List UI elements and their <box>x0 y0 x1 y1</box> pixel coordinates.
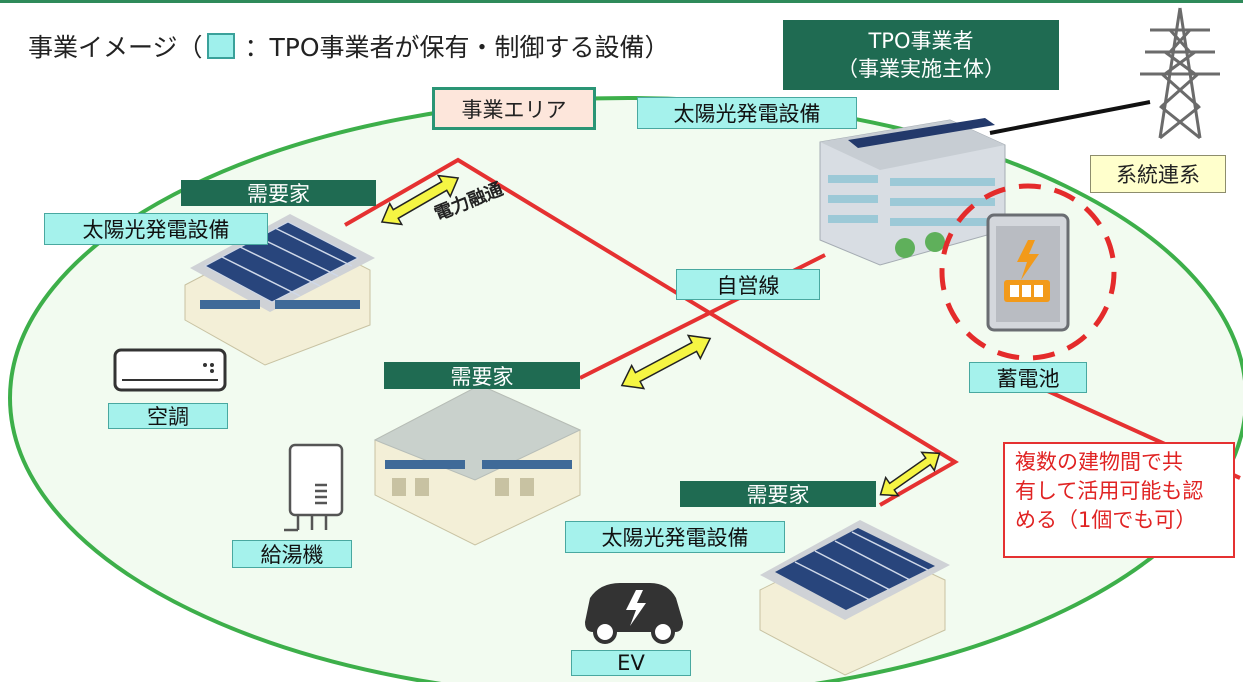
consumer-label-3: 需要家 <box>680 481 876 507</box>
note-line-2: 有して活用可能も認 <box>1015 479 1204 503</box>
solar-label-operator: 太陽光発電設備 <box>637 97 857 129</box>
solar-label-consumer-3: 太陽光発電設備 <box>565 521 785 553</box>
note-line-3: める（1個でも可） <box>1015 508 1197 532</box>
power-sharing-arrow-2 <box>620 334 712 390</box>
note-line-1: 複数の建物間で共 <box>1015 450 1183 474</box>
owned-equipment-swatch <box>206 33 235 59</box>
battery-dashed-circle <box>939 183 1117 361</box>
private-line-label: 自営線 <box>676 269 820 300</box>
water-heater-icon <box>284 443 344 532</box>
diagram-title: 事業イメージ（ ：TPO事業者が保有・制御する設備） <box>28 28 670 64</box>
consumer-label-2: 需要家 <box>384 362 580 389</box>
aircon-label: 空調 <box>108 403 228 429</box>
grid-connection-label: 系統連系 <box>1090 155 1226 193</box>
top-rule <box>0 0 1243 3</box>
shared-battery-note: 複数の建物間で共 有して活用可能も認 める（1個でも可） <box>1003 442 1235 558</box>
solar-label-consumer-1: 太陽光発電設備 <box>44 213 268 245</box>
consumer-building-1-icon <box>184 214 375 366</box>
tpo-operator-role: （事業実施主体） <box>837 57 1005 81</box>
battery-icon <box>986 213 1070 332</box>
power-sharing-arrow-3 <box>879 451 941 497</box>
tpo-operator-box: TPO事業者 （事業実施主体） <box>783 20 1059 90</box>
air-conditioner-icon <box>113 348 227 392</box>
consumer-building-3-icon <box>759 520 950 676</box>
grid-connection-line <box>989 100 1151 135</box>
tpo-operator-name: TPO事業者 <box>868 29 974 53</box>
consumer-label-1: 需要家 <box>181 180 376 206</box>
battery-label: 蓄電池 <box>969 362 1087 393</box>
consumer-building-2-icon <box>373 384 582 546</box>
title-prefix: 事業イメージ（ <box>28 33 203 62</box>
transmission-tower-icon <box>1140 7 1220 140</box>
ev-car-icon <box>585 583 683 644</box>
power-sharing-arrow-1 <box>380 174 460 226</box>
business-area-label: 事業エリア <box>432 87 596 130</box>
title-suffix: ：TPO事業者が保有・制御する設備） <box>244 33 670 62</box>
water-heater-label: 給湯機 <box>232 540 352 568</box>
ev-label: EV <box>571 650 691 676</box>
